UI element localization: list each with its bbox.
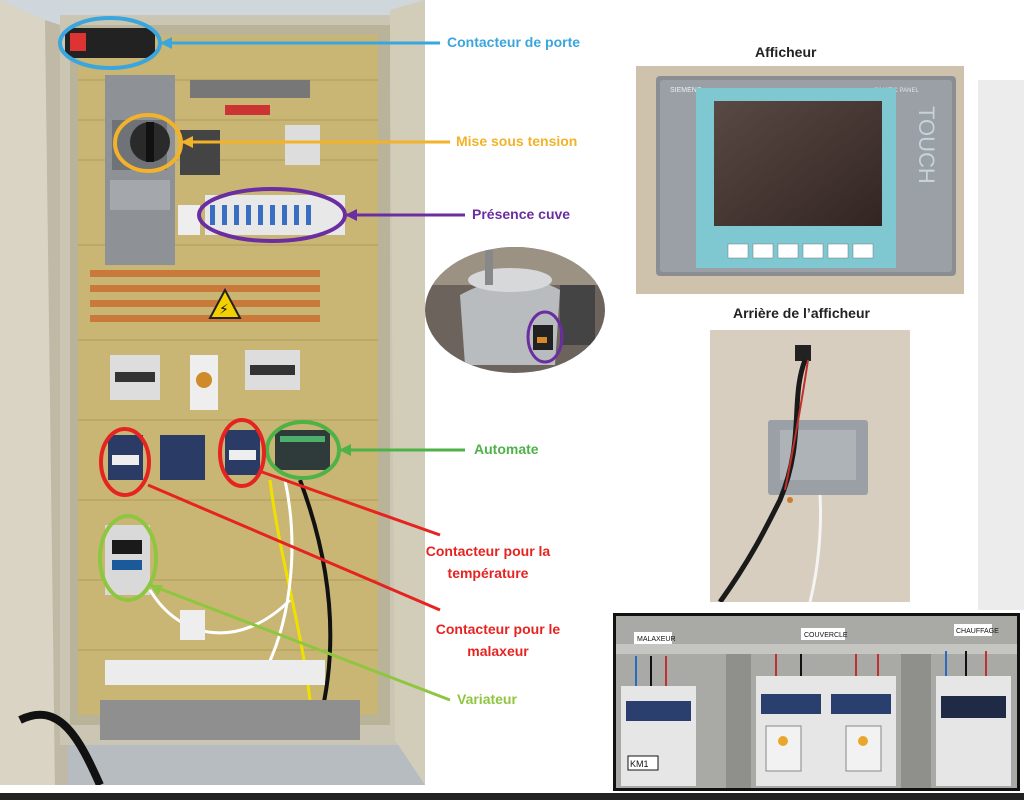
tank-presence-label: Présence cuve (472, 206, 571, 222)
display-section-title: Afficheur (755, 44, 817, 60)
tank-sensor-photo (425, 245, 605, 375)
plc-label: Automate (474, 441, 539, 457)
km1-tag-text: KM1 (630, 759, 649, 769)
touch-text: TOUCH (914, 106, 939, 184)
power-on-label: Mise sous tension (456, 133, 578, 149)
heater-tag-text: CHAUFFAGE (956, 628, 999, 635)
display-back-photo (710, 330, 910, 602)
drive-label: Variateur (457, 691, 517, 707)
wall-panel (978, 80, 1024, 610)
contactors-photo: MALAXEUR COUVERCLE CHAUFFAGE KM1 (613, 613, 1020, 791)
bottom-bar (0, 793, 1024, 800)
model-text: SIMATIC PANEL (874, 88, 919, 94)
temp-contactor-label: Contacteur pour la température (425, 543, 551, 581)
lid-tag-text: COUVERCLE (804, 632, 848, 639)
brand-text: SIEMENS (670, 87, 702, 94)
door-contactor-label: Contacteur de porte (447, 34, 581, 50)
tank-sensor-circle (526, 310, 564, 364)
electrical-cabinet-photo: ⚡ (0, 0, 425, 785)
mixer-contactor-label: Contacteur pour le malaxeur (435, 621, 561, 659)
display-photo: SIEMENS SIMATIC PANEL TOUCH (636, 66, 964, 294)
back-section-title: Arrière de l’afficheur (733, 305, 870, 321)
mixer-tag-text: MALAXEUR (637, 636, 676, 643)
warning-sign: ⚡ (219, 302, 229, 318)
